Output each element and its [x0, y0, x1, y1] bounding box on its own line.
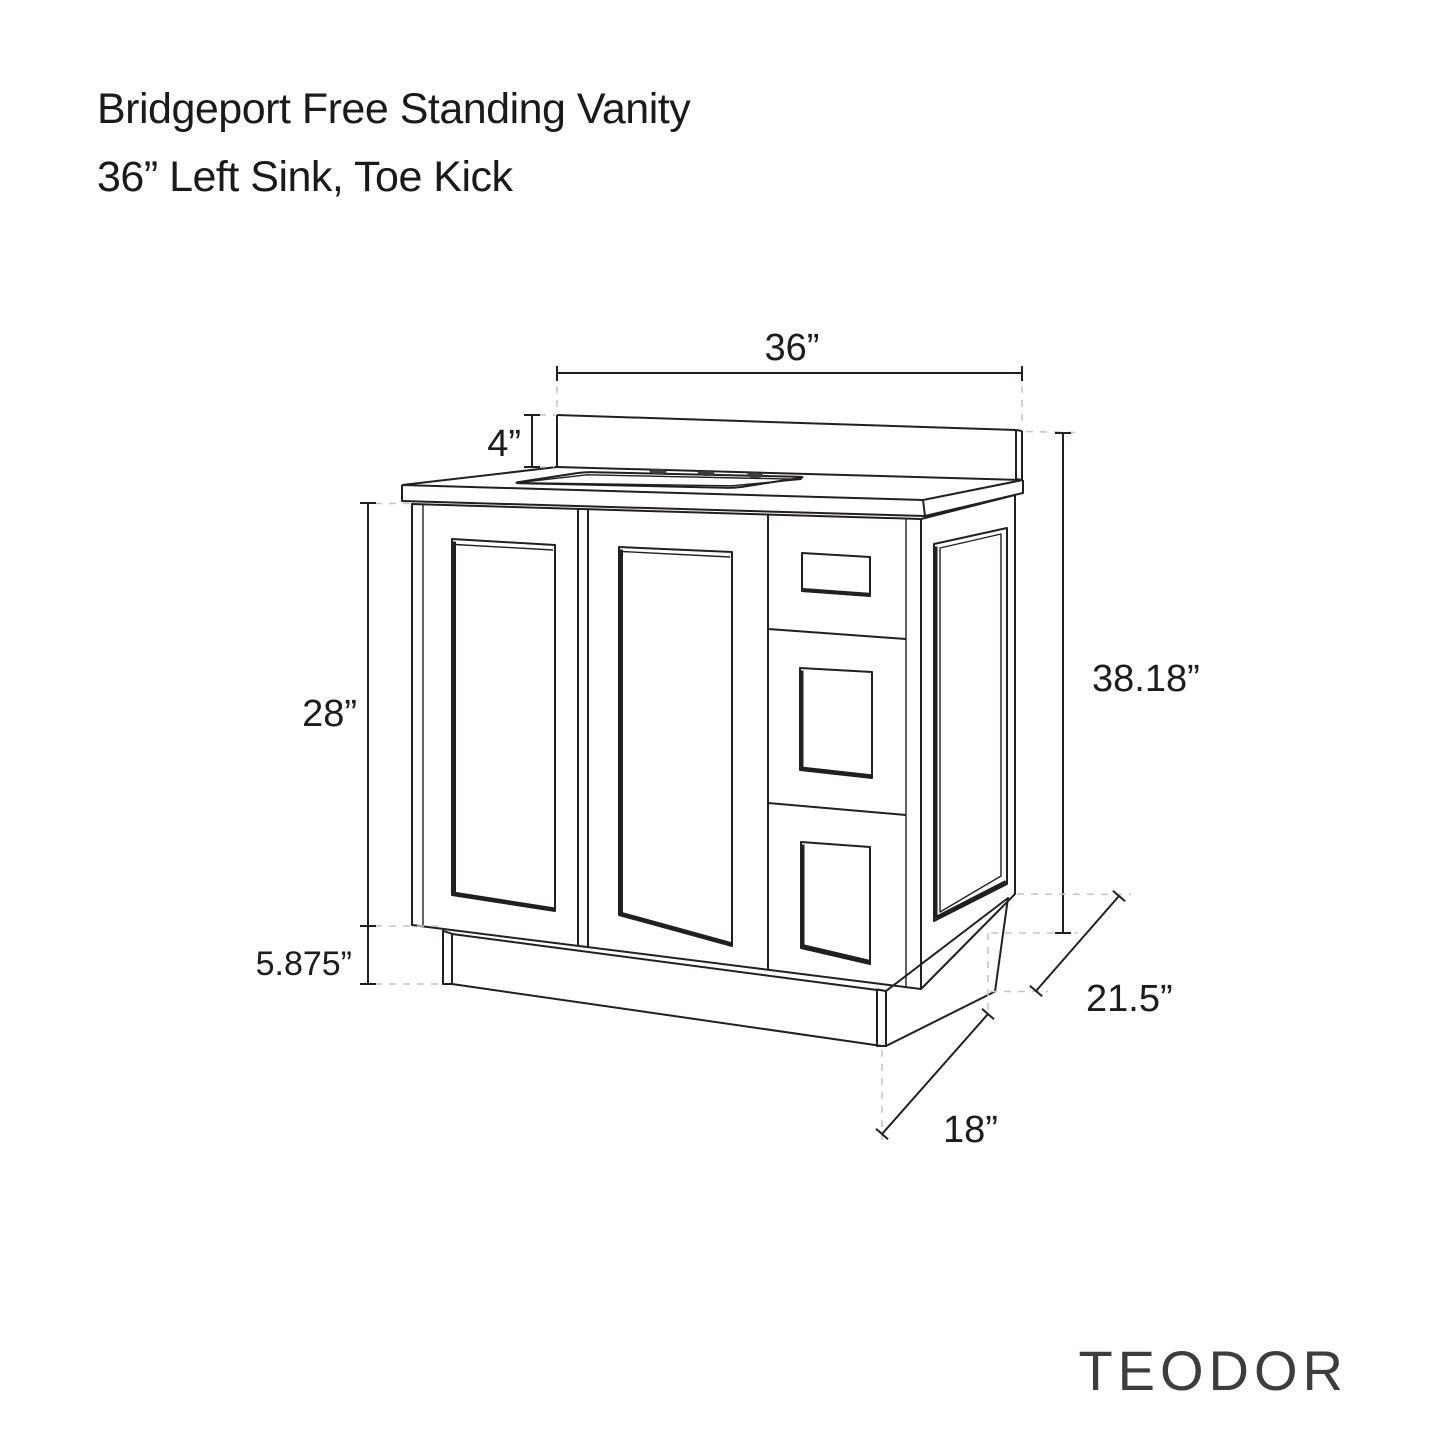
- dimension-label-overall-height: 38.18”: [1092, 658, 1200, 700]
- drawer-divider-1: [767, 628, 907, 640]
- faucet-hole-right: [746, 472, 764, 478]
- toe-kick-left-post: [442, 929, 453, 985]
- side-recessed-panel: [933, 527, 1008, 922]
- dimension-label-side-depth: 21.5”: [1086, 978, 1173, 1020]
- dimension-label-toe-kick-height: 5.875”: [256, 945, 352, 983]
- dimension-label-top-width: 36”: [765, 327, 820, 369]
- dimension-cabinet-height: 28”: [302, 502, 440, 927]
- vanity-drawing: [401, 414, 1024, 1047]
- right-door-panel: [618, 546, 733, 947]
- sink-cutout: [515, 471, 804, 489]
- cabinet-side: [920, 494, 1016, 990]
- title-line-2: 36” Left Sink, Toe Kick: [97, 153, 514, 201]
- backsplash: [556, 414, 1023, 481]
- page-title: Bridgeport Free Standing Vanity 36” Left…: [97, 85, 692, 201]
- countertop: [401, 466, 1024, 517]
- toe-kick-right-post: [876, 988, 887, 1047]
- brand-wordmark: TEODOR: [1078, 1339, 1348, 1402]
- drawer-bottom: [800, 841, 871, 965]
- dimension-top-width: 36”: [556, 327, 1023, 427]
- faucet-hole-left: [649, 468, 667, 475]
- drawer-top: [801, 552, 871, 597]
- title-line-1: Bridgeport Free Standing Vanity: [97, 85, 691, 133]
- dimension-label-backsplash-height: 4”: [487, 423, 521, 465]
- drawer-middle: [799, 667, 873, 779]
- dimension-overall-height: 38.18”: [991, 430, 1200, 934]
- cabinet-front: [411, 503, 922, 990]
- faucet-hole-center: [697, 470, 715, 477]
- toe-kick-front-bottom-edge: [451, 983, 883, 1047]
- drawer-stack: [767, 552, 907, 965]
- drawer-divider-2: [767, 802, 907, 816]
- dimension-bottom-depth: 18”: [875, 1007, 998, 1151]
- dimension-side-depth: 21.5”: [987, 889, 1173, 1020]
- left-door-panel: [451, 538, 556, 912]
- toe-kick: [442, 897, 1009, 1047]
- dimension-label-bottom-depth: 18”: [943, 1109, 998, 1151]
- dimension-toe-kick-height: 5.875”: [256, 926, 440, 985]
- toe-kick-side: [885, 897, 1009, 1047]
- toe-kick-front-top-edge: [451, 933, 878, 991]
- dimension-backsplash-height: 4”: [487, 414, 555, 468]
- dimension-label-cabinet-height: 28”: [302, 693, 357, 735]
- faucet-holes: [649, 468, 764, 478]
